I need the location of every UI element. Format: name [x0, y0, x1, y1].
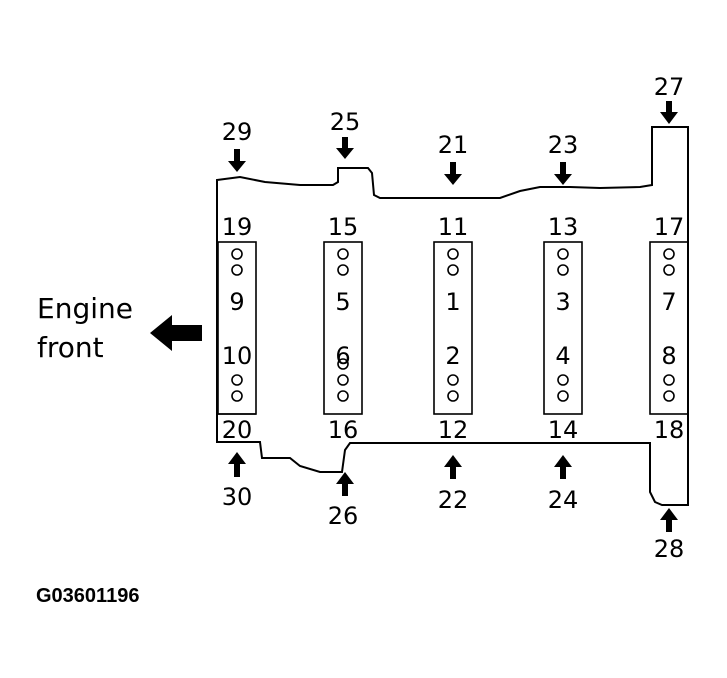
down-arrow-icon [336, 137, 354, 159]
bearing-cap-5 [649, 241, 689, 415]
bearing-cap-2 [323, 241, 363, 415]
cap1-top-bolt-number: 19 [222, 213, 253, 241]
cap3-bottom-bolt-number: 12 [438, 416, 469, 444]
cap3-top-bolt-number: 11 [438, 213, 469, 241]
engine-front-label-line1: Engine [37, 292, 133, 325]
ladder-frame-outline [216, 126, 689, 506]
cap4-bottom-bolt-number: 14 [548, 416, 579, 444]
cap1-lower-bolt-number: 10 [222, 342, 253, 370]
cap2-upper-bolt-number: 5 [335, 288, 350, 316]
bearing-cap-4 [543, 241, 583, 415]
down-arrow-icon [660, 101, 678, 124]
down-arrow-icon [228, 149, 246, 172]
left-arrow-icon [150, 315, 202, 351]
arrow-label-26: 26 [328, 502, 359, 530]
arrow-label-24: 24 [548, 486, 579, 514]
cap2-bottom-bolt-number: 16 [328, 416, 359, 444]
figure-id: G03601196 [36, 585, 139, 607]
cap1-upper-bolt-number: 9 [229, 288, 244, 316]
arrow-label-29: 29 [222, 118, 253, 146]
up-arrow-icon [660, 508, 678, 532]
cap5-upper-bolt-number: 7 [661, 288, 676, 316]
arrow-label-30: 30 [222, 483, 253, 511]
cap4-lower-bolt-number: 4 [555, 342, 570, 370]
bearing-cap-3 [433, 241, 473, 415]
cap4-top-bolt-number: 13 [548, 213, 579, 241]
bearing-cap-1 [217, 241, 257, 415]
bolt-holes [231, 248, 675, 402]
arrow-label-21: 21 [438, 131, 469, 159]
cap2-top-bolt-number: 15 [328, 213, 359, 241]
cap3-lower-bolt-number: 2 [445, 342, 460, 370]
arrow-label-28: 28 [654, 535, 685, 563]
cap4-upper-bolt-number: 3 [555, 288, 570, 316]
arrow-label-23: 23 [548, 131, 579, 159]
cap1-bottom-bolt-number: 20 [222, 416, 253, 444]
down-arrow-icon [444, 162, 462, 185]
up-arrow-icon [336, 472, 354, 496]
cap5-top-bolt-number: 17 [654, 213, 685, 241]
up-arrow-icon [228, 452, 246, 477]
arrow-label-25: 25 [330, 108, 361, 136]
cap5-lower-bolt-number: 8 [661, 342, 676, 370]
cap5-bottom-bolt-number: 18 [654, 416, 685, 444]
arrow-label-27: 27 [654, 73, 685, 101]
arrow-label-22: 22 [438, 486, 469, 514]
up-arrow-icon [444, 455, 462, 479]
cap2-lower-bolt-number: 6 [335, 342, 350, 370]
down-arrow-icon [554, 162, 572, 185]
engine-front-label-line2: front [37, 331, 104, 364]
up-arrow-icon [554, 455, 572, 479]
cap3-upper-bolt-number: 1 [445, 288, 460, 316]
